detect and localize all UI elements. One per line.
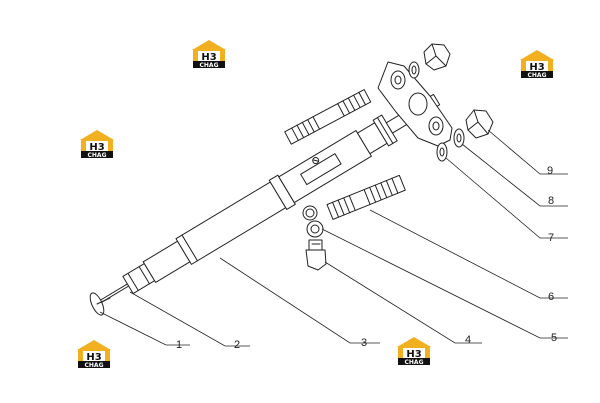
callout-9: 9 — [547, 165, 553, 177]
callout-3: 3 — [361, 337, 367, 349]
sealing-ring — [436, 142, 448, 162]
callout-8: 8 — [548, 195, 554, 207]
leader-line-2 — [129, 291, 250, 347]
callout-6: 6 — [548, 291, 554, 303]
mounting-flange — [377, 61, 453, 147]
logo-bottom-text: CHAG — [88, 152, 107, 159]
logo-top-text: H3 — [529, 62, 544, 73]
copper-washer — [302, 205, 318, 221]
top-washer — [408, 61, 420, 79]
leader-line-1 — [99, 311, 190, 346]
leader-line-5 — [321, 228, 568, 339]
logo-bottom-text: CHAG — [85, 362, 104, 369]
small-washer — [306, 220, 324, 238]
logo-top-text: H3 — [201, 52, 216, 63]
nozzle-tip — [89, 292, 111, 316]
lower-stud — [326, 174, 406, 220]
callout-5: 5 — [551, 332, 557, 344]
callout-2: 2 — [234, 339, 240, 351]
leader-line-6 — [369, 209, 568, 299]
banjo-bolt — [305, 239, 327, 271]
callout-4: 4 — [465, 334, 471, 346]
brand-logo: H3 CHAG — [192, 40, 226, 69]
logo-top-text: H3 — [406, 349, 421, 360]
logo-bottom-text: CHAG — [200, 62, 219, 69]
leader-line-8 — [461, 143, 568, 207]
top-nut — [423, 43, 451, 71]
brand-logo: H3 CHAG — [80, 130, 114, 159]
brand-logo: H3 CHAG — [77, 340, 111, 369]
logo-top-text: H3 — [86, 352, 101, 363]
brand-logo: H3 CHAG — [397, 337, 431, 366]
callout-7: 7 — [548, 232, 554, 244]
lock-washer — [453, 128, 465, 148]
callout-1: 1 — [176, 339, 182, 351]
leader-line-9 — [487, 129, 568, 175]
leader-line-7 — [445, 157, 568, 239]
leader-line-4 — [324, 261, 482, 344]
upper-stud — [284, 89, 372, 145]
logo-bottom-text: CHAG — [528, 72, 547, 79]
hex-nut — [465, 109, 494, 139]
logo-bottom-text: CHAG — [405, 359, 424, 366]
injector-body — [96, 93, 441, 305]
logo-top-text: H3 — [89, 142, 104, 153]
leader-line-3 — [219, 257, 380, 344]
brand-logo: H3 CHAG — [520, 50, 554, 79]
